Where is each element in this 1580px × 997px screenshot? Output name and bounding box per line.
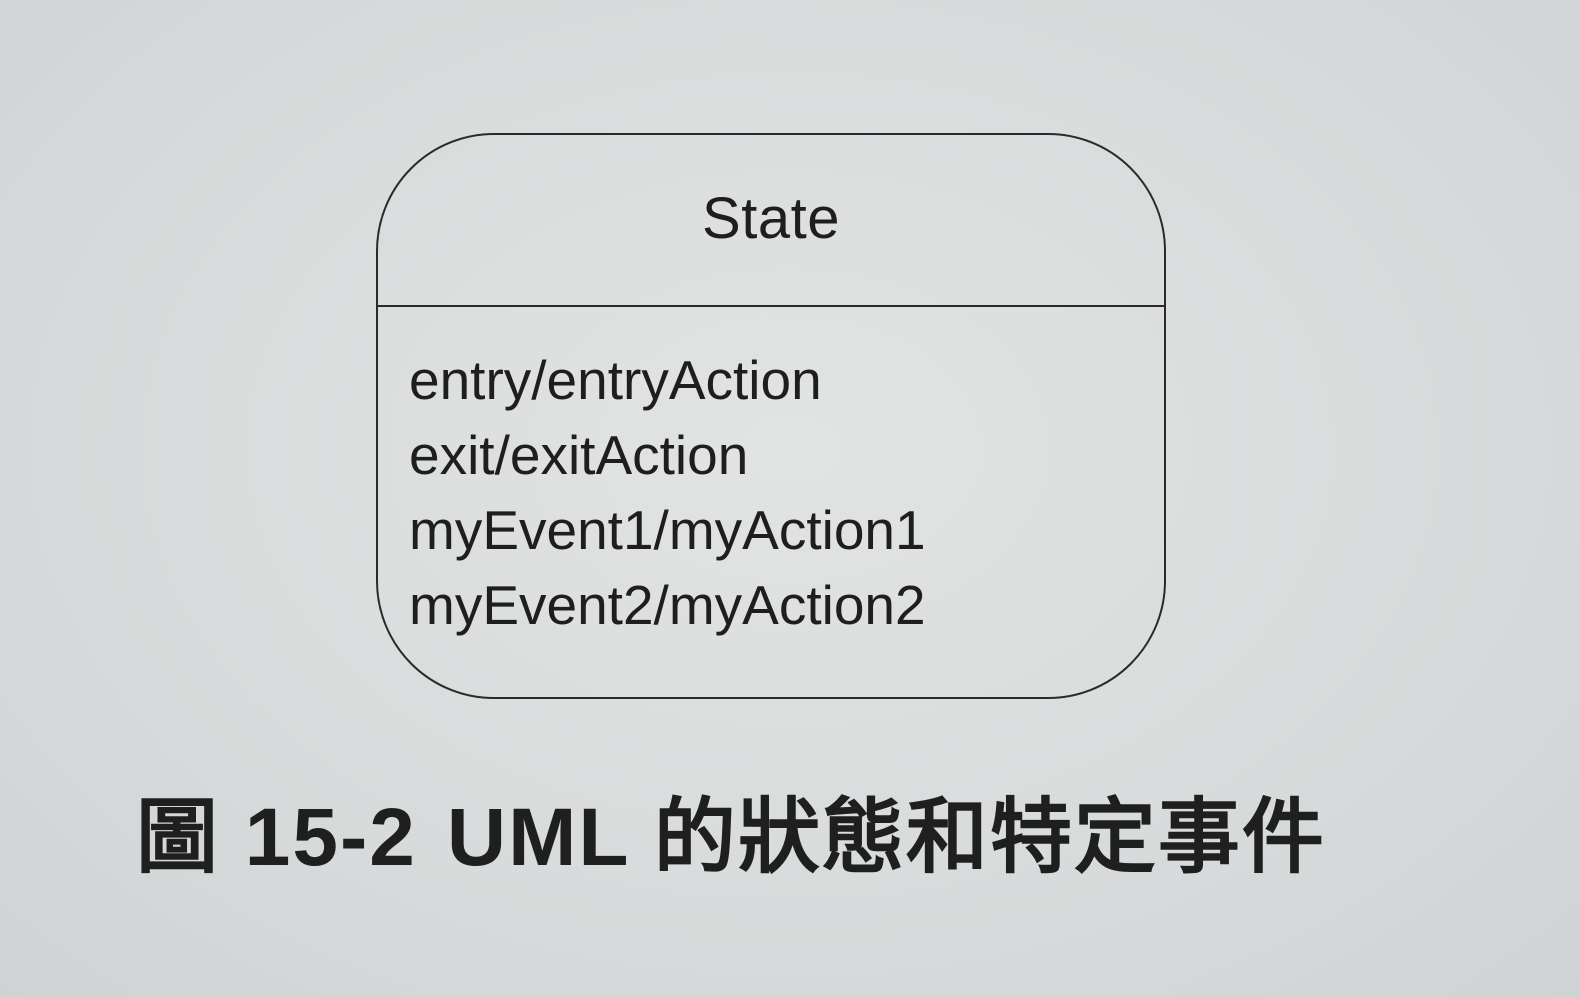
figure-label: 圖 15-2 [136,792,417,883]
figure-caption: 圖 15-2 UML 的狀態和特定事件 [136,790,1326,886]
state-name: State [702,186,840,251]
state-action-event2: myEvent2/myAction2 [409,574,926,636]
state-internal-actions: entry/entryAction exit/exitAction myEven… [409,343,926,643]
state-action-entry: entry/entryAction [409,349,822,411]
state-action-event1: myEvent1/myAction1 [409,499,926,561]
state-action-exit: exit/exitAction [409,424,749,486]
state-compartment-divider [376,305,1166,307]
uml-state-box [376,133,1166,699]
figure-caption-text: UML 的狀態和特定事件 [446,792,1326,883]
